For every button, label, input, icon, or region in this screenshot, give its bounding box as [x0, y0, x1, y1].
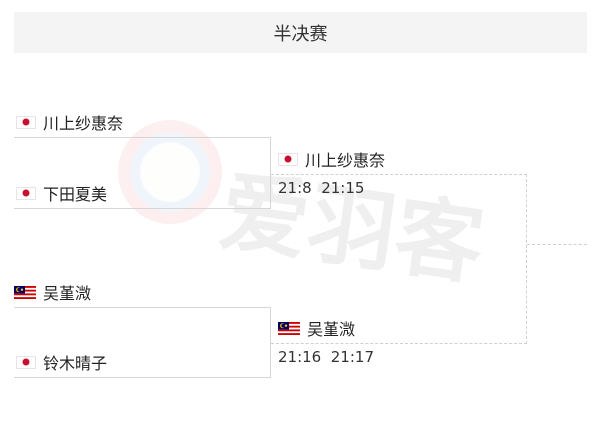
malaysia-flag-icon	[14, 285, 36, 299]
player-name: 铃木晴子	[43, 354, 108, 373]
japan-flag-icon	[16, 186, 36, 200]
match1-player-bottom[interactable]: 下田夏美	[16, 181, 107, 205]
round2-player-top[interactable]: 川上纱惠奈	[278, 147, 385, 171]
final-bracket-line	[271, 174, 527, 344]
round-title: 半决赛	[273, 23, 328, 45]
round2-score-top: 21:8 21:15	[278, 179, 365, 197]
match1-bracket-line	[14, 137, 271, 209]
round2-player-bottom[interactable]: 吴堇溦	[278, 316, 355, 340]
player-name: 下田夏美	[43, 185, 108, 204]
japan-flag-icon	[16, 355, 36, 369]
player-name: 吴堇溦	[307, 320, 356, 339]
player-name: 川上纱惠奈	[43, 114, 124, 133]
japan-flag-icon	[278, 152, 298, 166]
malaysia-flag-icon	[278, 321, 300, 335]
match2-player-bottom[interactable]: 铃木晴子	[16, 350, 107, 374]
match1-player-top[interactable]: 川上纱惠奈	[16, 110, 123, 134]
match2-player-top[interactable]: 吴堇溦	[14, 280, 91, 304]
player-name: 吴堇溦	[43, 284, 92, 303]
player-name: 川上纱惠奈	[305, 151, 386, 170]
round2-score-bottom: 21:16 21:17	[278, 348, 374, 366]
round-title-bar: 半决赛	[14, 12, 587, 53]
match2-bracket-line	[14, 307, 271, 378]
final-connector-line	[527, 244, 587, 245]
japan-flag-icon	[16, 115, 36, 129]
